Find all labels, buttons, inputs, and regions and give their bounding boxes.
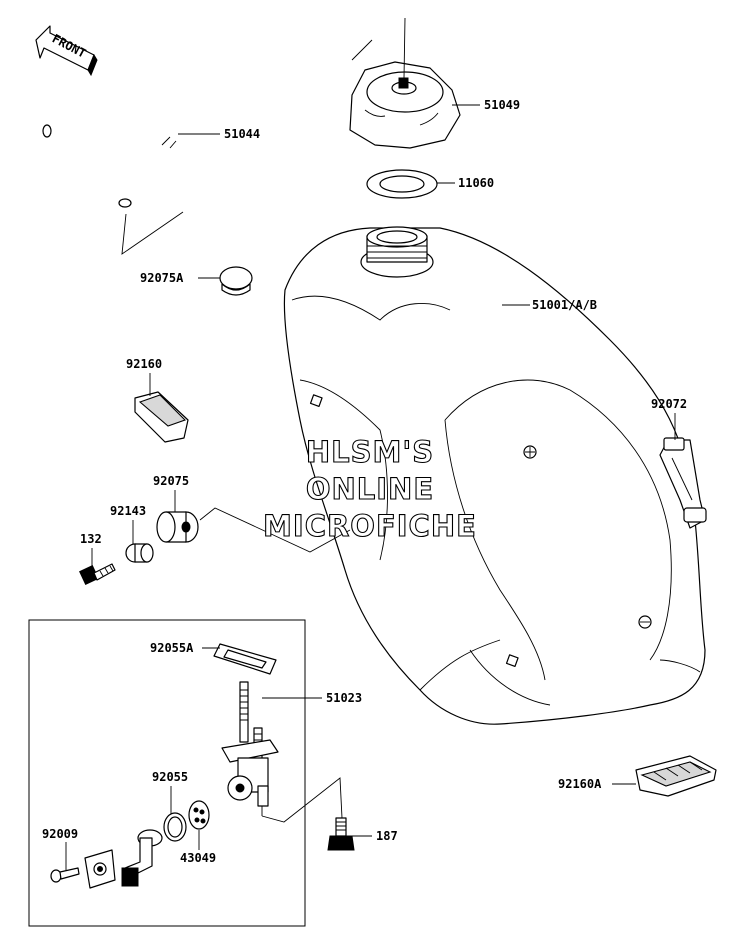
fuel-tank <box>283 226 706 725</box>
watermark-line-2: ONLINE <box>306 472 434 506</box>
part-label-92160: 92160 <box>126 357 162 371</box>
part-label-92160A: 92160A <box>558 777 602 791</box>
tank-cushion-rear <box>635 755 717 797</box>
fuel-cock-group-box <box>28 619 306 927</box>
cock-routing-line <box>261 777 343 823</box>
o-ring <box>163 812 187 842</box>
part-label-51001: 51001/A/B <box>532 298 597 312</box>
part-label-43049: 43049 <box>180 851 216 865</box>
bolt <box>79 563 116 585</box>
hose-routing-line <box>121 211 184 255</box>
part-label-187: 187 <box>376 829 398 843</box>
cap-gasket <box>366 169 438 199</box>
collar <box>125 543 154 563</box>
part-label-11060: 11060 <box>458 176 494 190</box>
part-label-132: 132 <box>80 532 102 546</box>
part-label-92075: 92075 <box>153 474 189 488</box>
label-leaders <box>65 104 676 870</box>
mount-plate <box>84 849 116 889</box>
tank-cushion <box>134 391 189 443</box>
part-label-92143: 92143 <box>110 504 146 518</box>
part-label-51023: 51023 <box>326 691 362 705</box>
strainer-pipe <box>121 829 163 887</box>
grommet-routing-line <box>199 507 351 553</box>
watermark: HLSM'S ONLINE MICROFICHE <box>263 434 477 543</box>
front-arrow-icon: FRONT <box>35 25 98 77</box>
filter <box>188 800 210 830</box>
part-label-92075A: 92075A <box>140 271 184 285</box>
screw <box>50 867 80 883</box>
part-label-92072: 92072 <box>651 397 687 411</box>
part-label-51049: 51049 <box>484 98 520 112</box>
fuel-cock <box>221 681 279 816</box>
mount-grommet <box>156 511 199 543</box>
part-label-92009: 92009 <box>42 827 78 841</box>
banjo-bolt <box>327 817 355 851</box>
part-label-51044: 51044 <box>224 127 260 141</box>
part-label-92055: 92055 <box>152 770 188 784</box>
fuel-cap <box>349 61 461 149</box>
watermark-line-3: MICROFICHE <box>263 509 477 543</box>
fuel-hose <box>42 80 202 208</box>
watermark-line-1: HLSM'S <box>306 435 434 469</box>
cap-leader-lines <box>351 17 406 79</box>
rubber-plug <box>219 266 253 296</box>
tank-band <box>659 437 707 529</box>
part-label-92055A: 92055A <box>150 641 194 655</box>
tap-gasket <box>213 643 277 675</box>
